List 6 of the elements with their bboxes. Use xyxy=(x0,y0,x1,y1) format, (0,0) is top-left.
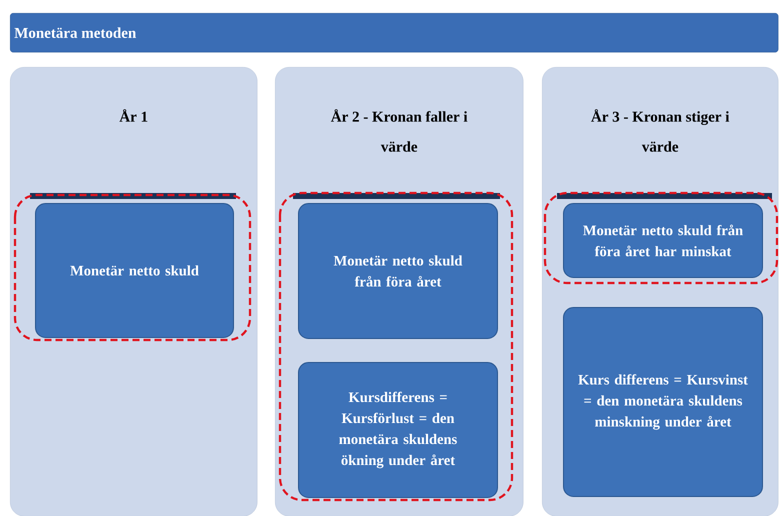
text-box: Monetär netto skuld xyxy=(35,203,234,338)
title-bar: Monetära metoden xyxy=(10,13,778,52)
text-box: Monetär netto skuld från föra året xyxy=(298,203,498,339)
text-box: Monetär netto skuld från föra året har minskat xyxy=(563,203,763,278)
text-box: Kurs differens = Kursvinst = den monetära skuldens minskning under året xyxy=(563,307,763,497)
text-box: Kursdifferens = Kursförlust = den monetära skuldens ökning under året xyxy=(298,362,498,498)
